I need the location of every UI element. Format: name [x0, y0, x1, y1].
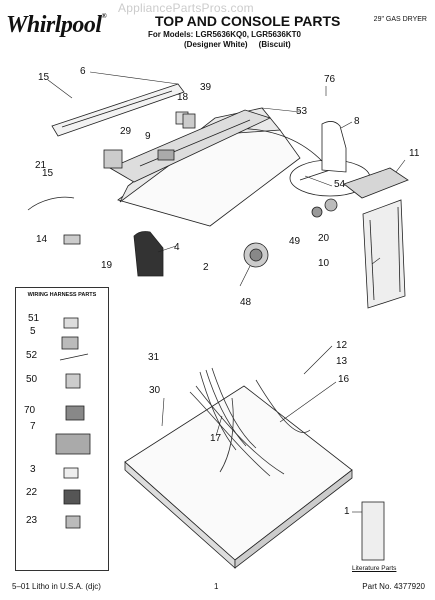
- models-line: For Models: LGR5636KQ0, LGR5636KT0: [148, 30, 301, 39]
- product-label: 29" GAS DRYER: [373, 16, 427, 23]
- callout-13: 13: [336, 356, 348, 367]
- callout-18: 18: [177, 92, 189, 103]
- whirlpool-logo: Whirlpool®: [6, 12, 107, 39]
- callout-52: 52: [26, 350, 38, 361]
- callout-15-top: 15: [38, 72, 50, 83]
- callout-50: 50: [26, 374, 38, 385]
- callout-16: 16: [338, 374, 350, 385]
- footer-part-number: Part No. 4377920: [362, 582, 425, 591]
- harness-box-title: WIRING HARNESS PARTS: [27, 292, 97, 298]
- callout-12: 12: [336, 340, 348, 351]
- part-19: [63, 234, 81, 245]
- part-21: [103, 149, 123, 169]
- part-6-rear-panel: [51, 83, 185, 137]
- part-14: [27, 196, 75, 211]
- harness-part-icons: [55, 317, 91, 529]
- callout-8: 8: [354, 116, 360, 127]
- callout-7: 7: [30, 421, 36, 432]
- callout-17: 17: [210, 433, 222, 444]
- wiring-harness-box: WIRING HARNESS PARTS: [15, 287, 109, 571]
- callout-11: 11: [409, 148, 420, 159]
- callout-5: 5: [30, 326, 36, 337]
- trademark: ®: [101, 12, 107, 20]
- part-10-lint-duct: [362, 199, 406, 309]
- callout-leaders: [47, 71, 406, 513]
- watermark: AppliancePartsPros.com: [118, 1, 254, 15]
- callout-9: 9: [145, 131, 151, 142]
- callout-31: 31: [148, 352, 160, 363]
- callout-6: 6: [80, 66, 86, 77]
- colors-line: (Designer White) (Biscuit): [184, 40, 291, 49]
- part-9: [157, 149, 175, 161]
- callout-29: 29: [120, 126, 132, 137]
- callout-49: 49: [289, 236, 301, 247]
- callout-3: 3: [30, 464, 36, 475]
- callout-1: 1: [344, 506, 350, 517]
- page-title: TOP AND CONSOLE PARTS: [155, 13, 341, 29]
- part-top-panel: [124, 385, 353, 569]
- part-48-knob: [243, 242, 269, 268]
- callout-30: 30: [149, 385, 161, 396]
- part-39: [182, 113, 196, 129]
- callout-53: 53: [296, 106, 308, 117]
- callout-20: 20: [318, 233, 330, 244]
- part-1-literature: [361, 501, 385, 561]
- callout-4: 4: [174, 242, 180, 253]
- part-4-end-cap: [133, 231, 164, 277]
- callout-70: 70: [24, 405, 36, 416]
- callout-15-mid: 15: [42, 168, 54, 179]
- callout-48: 48: [240, 297, 252, 308]
- callout-76: 76: [324, 74, 336, 85]
- callout-51: 51: [28, 313, 40, 324]
- literature-label: Literature Parts: [352, 565, 397, 572]
- callout-19: 19: [101, 260, 113, 271]
- callout-10: 10: [318, 258, 330, 269]
- brand-name: Whirlpool: [6, 12, 102, 38]
- callout-2: 2: [203, 262, 209, 273]
- part-31-wire-harness: [189, 367, 311, 477]
- footer-page-number: 1: [214, 582, 219, 591]
- callout-22: 22: [26, 487, 38, 498]
- callout-21: 21: [35, 160, 47, 171]
- callout-54: 54: [334, 179, 346, 190]
- footer-litho: 5–01 Litho in U.S.A. (djc): [12, 582, 101, 591]
- callout-23: 23: [26, 515, 38, 526]
- callout-39: 39: [200, 82, 212, 93]
- part-8-end-cap: [321, 121, 347, 173]
- callout-14: 14: [36, 234, 48, 245]
